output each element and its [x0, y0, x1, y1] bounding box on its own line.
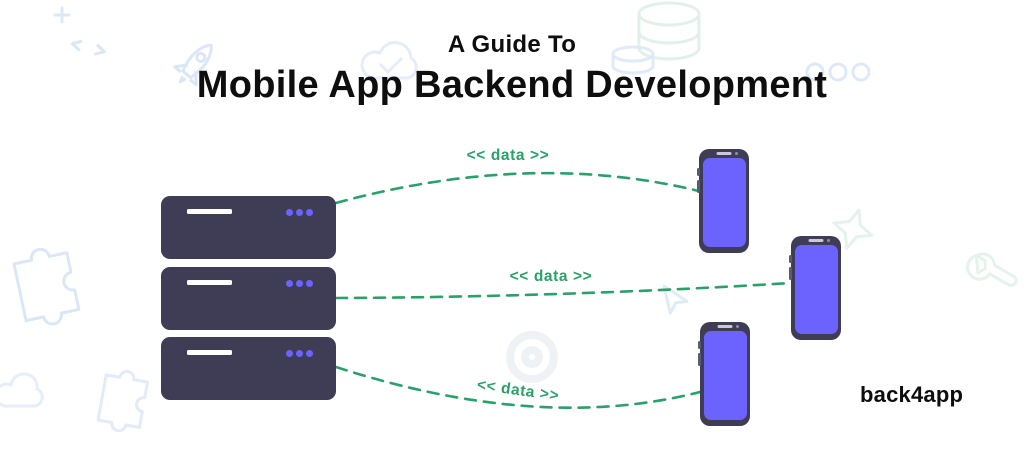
wrench-icon	[966, 252, 1018, 287]
phone-side-button	[697, 180, 700, 193]
server-rack-unit-2	[161, 267, 336, 330]
title-subtitle: A Guide To	[447, 31, 577, 58]
server-rack-unit-1	[161, 196, 336, 259]
led-dot	[296, 350, 303, 357]
data-label-top: << data >>	[466, 147, 550, 164]
led-dot	[286, 280, 293, 287]
cloud-icon	[0, 372, 44, 408]
phone-side-button	[698, 341, 701, 349]
phone-speaker	[808, 239, 824, 242]
server-drive-slot	[187, 209, 232, 214]
mobile-phone-middle	[789, 236, 841, 340]
led-dot	[306, 350, 313, 357]
phone-side-button	[789, 255, 792, 263]
brand-logo: back4app	[860, 382, 964, 407]
page-title: Mobile App Backend Development	[196, 64, 828, 107]
mobile-phone-bottom	[698, 322, 750, 426]
plus-icon	[53, 6, 71, 24]
led-dot	[286, 350, 293, 357]
phone-side-button	[789, 267, 792, 280]
server-led-dots	[286, 350, 313, 357]
phone-speaker	[717, 325, 733, 328]
led-dot	[306, 209, 313, 216]
server-drive-slot	[187, 350, 232, 355]
phone-screen	[703, 331, 747, 420]
data-label-middle: << data >>	[509, 268, 593, 285]
led-dot	[306, 280, 313, 287]
mobile-phone-top	[697, 149, 749, 253]
led-dot	[286, 209, 293, 216]
phone-camera-dot	[736, 325, 739, 328]
phone-side-button	[697, 168, 700, 176]
server-led-dots	[286, 209, 313, 216]
puzzle-icon-2	[96, 370, 149, 433]
title-block: A Guide To Mobile App Backend Developmen…	[0, 31, 1024, 110]
phone-camera-dot	[735, 152, 738, 155]
led-dot	[296, 209, 303, 216]
server-drive-slot	[187, 280, 232, 285]
phone-screen	[702, 158, 746, 247]
phone-camera-dot	[827, 239, 830, 242]
server-led-dots	[286, 280, 313, 287]
led-dot	[296, 280, 303, 287]
phone-speaker	[716, 152, 732, 155]
phone-side-button	[698, 353, 701, 366]
phone-screen	[794, 245, 838, 334]
data-flow-line-top	[334, 171, 701, 205]
cursor-icon	[662, 284, 689, 315]
puzzle-icon	[12, 247, 81, 326]
data-label-bottom: << data >>	[475, 376, 561, 405]
gear-icon	[506, 331, 558, 383]
server-rack-unit-3	[161, 337, 336, 400]
